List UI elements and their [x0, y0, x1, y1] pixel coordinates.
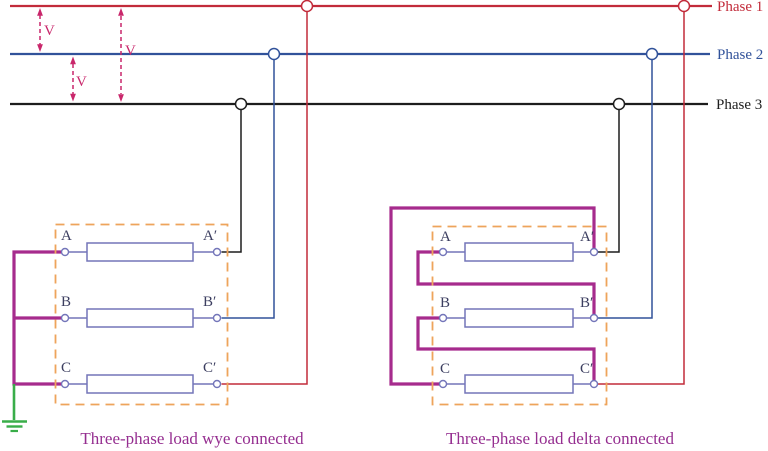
terminal-a-circle — [60, 247, 70, 257]
ground-icon — [2, 384, 27, 433]
arrow-down-icon — [70, 93, 76, 102]
terminal-label-b: B — [440, 295, 450, 311]
voltage-arrow-phase1-phase2: V — [37, 8, 55, 52]
wye-load-box — [54, 223, 229, 406]
wye-feed-wires — [221, 11, 308, 385]
resistor-body — [86, 374, 194, 394]
delta-caption: Three-phase load delta connected — [446, 429, 674, 448]
terminal-label-c-prime: C′ — [203, 360, 216, 376]
tap-node-phase2-wye — [267, 47, 281, 61]
delta-wire-a-to-bprime — [416, 250, 596, 316]
delta-wire-b-to-cprime — [416, 316, 596, 382]
delta-load: A A′ B B′ C C′ Three-phase load delta co… — [389, 206, 674, 448]
terminal-a-prime-circle — [212, 247, 222, 257]
arrow-up-icon — [70, 56, 76, 65]
terminal-label-c-prime: C′ — [580, 361, 593, 377]
delta-feed-wires — [598, 11, 685, 385]
delta-wire-aprime-to-c — [389, 206, 596, 386]
tap-node-phase1-delta — [677, 0, 691, 13]
phase3-drop-wire-delta — [598, 109, 620, 253]
terminal-b-circle — [438, 313, 448, 323]
phase-2-label: Phase 2 — [717, 47, 763, 63]
phase1-drop-wire-delta — [598, 11, 685, 385]
terminal-b-prime-circle — [212, 313, 222, 323]
phase2-drop-wire-wye — [221, 59, 275, 319]
tap-node-phase1-wye — [300, 0, 314, 13]
arrow-up-icon — [37, 8, 43, 16]
wye-load: A A′ B B′ C C′ Three-phase load wye conn… — [2, 223, 304, 448]
terminal-label-c: C — [440, 361, 450, 377]
terminal-b-prime-circle — [589, 313, 599, 323]
resistor-body — [464, 374, 574, 394]
phase1-drop-wire-wye — [221, 11, 308, 385]
terminal-a-prime-circle — [589, 247, 599, 257]
terminal-label-a: A — [61, 228, 72, 244]
delta-load-box — [431, 225, 608, 406]
phase-3-label: Phase 3 — [716, 97, 762, 113]
terminal-label-b-prime: B′ — [580, 295, 593, 311]
voltage-label-2: V — [76, 74, 87, 90]
arrow-down-icon — [118, 94, 124, 102]
resistor-body — [86, 308, 194, 328]
terminal-label-b: B — [61, 294, 71, 310]
tap-node-phase3-delta — [612, 97, 626, 111]
terminal-c-prime-circle — [212, 379, 222, 389]
delta-resistor-a: A A′ — [438, 229, 599, 262]
delta-resistor-b: B B′ — [438, 295, 599, 328]
voltage-label-3: V — [125, 43, 136, 59]
terminal-label-a-prime: A′ — [203, 228, 217, 244]
tap-node-phase3-wye — [234, 97, 248, 111]
terminal-label-c: C — [61, 360, 71, 376]
wye-resistor-a: A A′ — [60, 228, 222, 262]
resistor-body — [86, 242, 194, 262]
phase-1-label: Phase 1 — [717, 0, 763, 15]
terminal-label-a: A — [440, 229, 451, 245]
terminal-a-circle — [438, 247, 448, 257]
resistor-body — [464, 242, 574, 262]
terminal-b-circle — [60, 313, 70, 323]
phase-bus-lines: Phase 1 Phase 2 Phase 3 — [10, 0, 763, 113]
terminal-label-b-prime: B′ — [203, 294, 216, 310]
wye-caption: Three-phase load wye connected — [80, 429, 304, 448]
delta-resistor-c: C C′ — [438, 361, 599, 394]
terminal-c-prime-circle — [589, 379, 599, 389]
voltage-label-1: V — [44, 23, 55, 39]
arrow-up-icon — [118, 8, 124, 16]
wye-resistor-c: C C′ — [60, 360, 222, 394]
wye-common-wire — [12, 250, 64, 386]
wye-resistor-b: B B′ — [60, 294, 222, 328]
voltage-arrow-phase2-phase3: V — [70, 56, 87, 102]
voltage-arrow-phase1-phase3: V — [118, 8, 136, 102]
terminal-c-circle — [60, 379, 70, 389]
terminal-label-a-prime: A′ — [580, 229, 594, 245]
resistor-body — [464, 308, 574, 328]
tap-node-phase2-delta — [645, 47, 659, 61]
phase3-drop-wire-wye — [221, 109, 242, 253]
terminal-c-circle — [438, 379, 448, 389]
phase2-drop-wire-delta — [598, 59, 653, 319]
arrow-down-icon — [37, 44, 43, 52]
bus-tap-nodes — [234, 0, 691, 111]
